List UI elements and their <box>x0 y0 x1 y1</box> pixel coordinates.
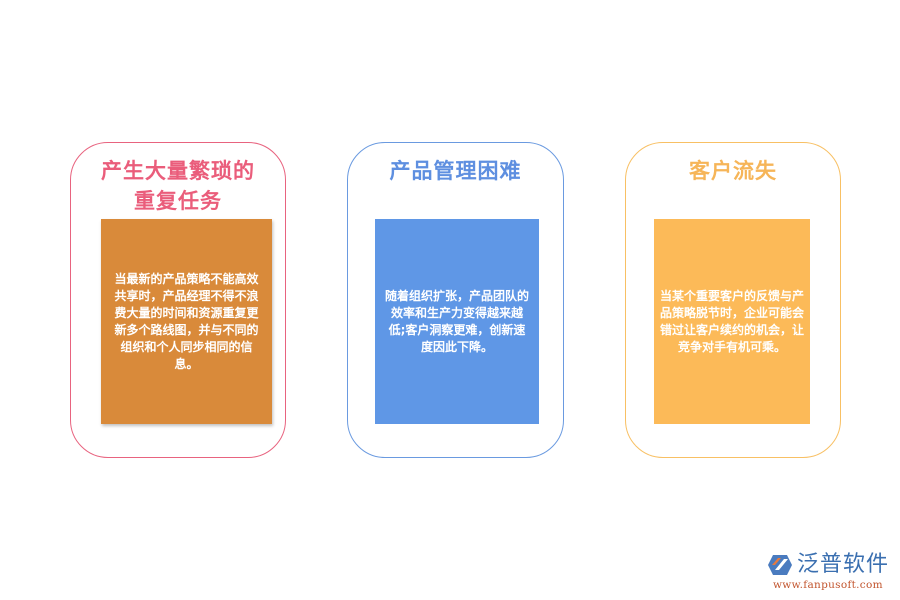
brand-url: www.fanpusoft.com <box>773 579 883 591</box>
card-title: 客户流失 <box>626 156 840 186</box>
card-body-text: 当最新的产品策略不能高效共享时，产品经理不得不浪费大量的时间和资源重复更新多个路… <box>114 271 259 371</box>
brand-name: 泛普软件 <box>797 552 890 577</box>
card-content-box: 随着组织扩张，产品团队的效率和生产力变得越来越低;客户洞察更难，创新速度因此下降… <box>375 219 539 424</box>
card-product-management-difficulty: 产品管理困难 随着组织扩张，产品团队的效率和生产力变得越来越低;客户洞察更难，创… <box>347 142 564 458</box>
card-content-box: 当某个重要客户的反馈与产品策略脱节时，企业可能会错过让客户续约的机会，让竞争对手… <box>654 219 810 424</box>
card-content-box: 当最新的产品策略不能高效共享时，产品经理不得不浪费大量的时间和资源重复更新多个路… <box>101 219 272 424</box>
brand-logo: 泛普软件 www.fanpusoft.com <box>765 552 895 594</box>
fanpu-logo-icon <box>768 555 792 575</box>
card-customer-churn: 客户流失 当某个重要客户的反馈与产品策略脱节时，企业可能会错过让客户续约的机会，… <box>625 142 841 458</box>
card-title-line-2: 重复任务 <box>134 189 222 213</box>
card-title-line-1: 产品管理困难 <box>389 159 522 183</box>
card-repetitive-tasks: 产生大量繁琐的 重复任务 当最新的产品策略不能高效共享时，产品经理不得不浪费大量… <box>70 142 286 458</box>
card-title-line-1: 产生大量繁琐的 <box>101 159 255 183</box>
card-title: 产品管理困难 <box>348 156 563 186</box>
card-body-text: 当某个重要客户的反馈与产品策略脱节时，企业可能会错过让客户续约的机会，让竞争对手… <box>660 288 805 354</box>
card-title-line-1: 客户流失 <box>689 159 777 183</box>
card-body-text: 随着组织扩张，产品团队的效率和生产力变得越来越低;客户洞察更难，创新速度因此下降… <box>385 288 530 354</box>
card-title: 产生大量繁琐的 重复任务 <box>71 156 285 216</box>
